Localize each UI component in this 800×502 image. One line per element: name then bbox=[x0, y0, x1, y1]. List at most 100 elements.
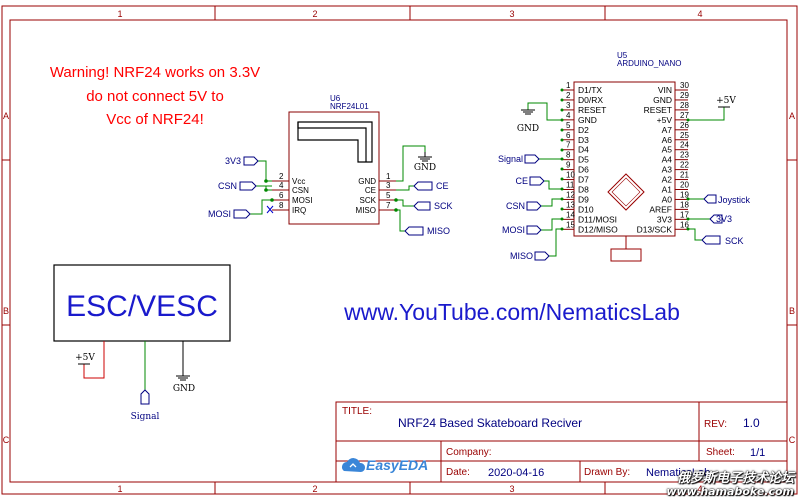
logo-text: EasyEDA bbox=[366, 457, 428, 473]
net-label: Joystick bbox=[718, 195, 751, 205]
date-label: Date: bbox=[446, 467, 470, 478]
nano-pin-name: A6 bbox=[662, 135, 673, 145]
nrf24-body bbox=[288, 111, 380, 225]
nano-pin-name: A7 bbox=[662, 125, 673, 135]
nano-pin-num: 22 bbox=[680, 161, 689, 170]
nano-pin-num: 16 bbox=[680, 220, 689, 229]
nano-pin-name: D10 bbox=[578, 204, 594, 214]
nrf24-pin-num: 2 bbox=[279, 172, 284, 181]
youtube-banner: www.YouTube.com/NematicsLab bbox=[343, 299, 680, 325]
nano-pin-num: 24 bbox=[680, 141, 689, 150]
frame-col-label: 3 bbox=[509, 9, 514, 19]
nrf24-pin-num: 5 bbox=[386, 191, 391, 200]
nano-pin-num: 3 bbox=[566, 101, 571, 110]
esc-label: ESC/VESC bbox=[66, 290, 218, 323]
esc-wiring bbox=[83, 341, 184, 390]
frame-col-label: 2 bbox=[312, 9, 317, 19]
nrf24-pin-name: GND bbox=[358, 177, 376, 186]
frame-row-label: A bbox=[789, 111, 795, 121]
nano-pin-num: 11 bbox=[566, 181, 575, 190]
arduino-right-net-flags bbox=[701, 194, 723, 245]
nrf24-pin-name: CE bbox=[365, 186, 376, 195]
nano-pin-num: 23 bbox=[680, 151, 689, 160]
nrf24-module[interactable]: U6 NRF24L01 2 4 6 8 Vcc CSN MOSI IRQ 1 3 bbox=[266, 94, 396, 225]
nrf24-pin-name: IRQ bbox=[292, 206, 306, 215]
frame-labels: 1 2 3 4 1 2 3 4 A B C A B C bbox=[3, 9, 796, 494]
nrf24-designator: U6 bbox=[330, 94, 341, 103]
net-label: CSN bbox=[218, 181, 237, 191]
usb-connector-icon bbox=[610, 248, 642, 262]
nrf24-pin-num: 1 bbox=[386, 172, 391, 181]
nano-pin-name: D2 bbox=[578, 125, 589, 135]
frame-row-label: A bbox=[3, 111, 9, 121]
nano-pin-num: 20 bbox=[680, 181, 689, 190]
nano-pin-name: D9 bbox=[578, 194, 589, 204]
nano-pin-num: 2 bbox=[566, 91, 571, 100]
nano-pin-num: 12 bbox=[566, 190, 575, 199]
drawn-by-label: Drawn By: bbox=[584, 467, 630, 478]
nano-pin-name: AREF bbox=[649, 204, 672, 214]
net-label: 3V3 bbox=[225, 156, 241, 166]
frame-row-label: C bbox=[789, 435, 796, 445]
net-flag-icon bbox=[243, 156, 259, 166]
warning-line: Vcc of NRF24! bbox=[106, 111, 204, 128]
nano-pin-num: 21 bbox=[680, 171, 689, 180]
net-label: MISO bbox=[510, 251, 533, 261]
net-flag-icon bbox=[413, 181, 433, 191]
nano-pin-num: 15 bbox=[566, 220, 575, 229]
nano-pin-name: D13/SCK bbox=[637, 224, 673, 234]
net-label: MOSI bbox=[208, 209, 231, 219]
nrf24-pin-num: 6 bbox=[279, 191, 284, 200]
net-label: GND bbox=[173, 384, 195, 394]
nano-pin-num: 4 bbox=[566, 111, 571, 120]
gnd-symbol-icon bbox=[176, 375, 190, 381]
frame-col-label: 2 bbox=[312, 484, 317, 494]
nrf24-pin-name: CSN bbox=[292, 186, 309, 195]
nano-pin-name: D11/MOSI bbox=[578, 214, 617, 224]
nano-pin-name: D12/MISO bbox=[578, 224, 618, 234]
nano-pin-name: A4 bbox=[662, 155, 673, 165]
net-flag-icon bbox=[709, 214, 723, 224]
arduino-designator: U5 bbox=[617, 51, 628, 60]
nrf24-pin-name: MOSI bbox=[292, 196, 312, 205]
esc-body bbox=[53, 264, 231, 342]
nano-pin-name: D7 bbox=[578, 175, 589, 185]
title-block bbox=[335, 401, 788, 483]
net-label: CSN bbox=[506, 201, 525, 211]
company-label: Company: bbox=[446, 447, 492, 458]
nano-pin-name: D4 bbox=[578, 145, 589, 155]
sheet-number: 1/1 bbox=[750, 447, 765, 459]
frame-row-label: B bbox=[3, 306, 9, 316]
net-flag-icon bbox=[239, 181, 257, 191]
net-flag-icon bbox=[413, 201, 431, 211]
nano-pin-num: 8 bbox=[566, 151, 571, 160]
net-label: SCK bbox=[725, 236, 744, 246]
net-label: Signal bbox=[498, 154, 523, 164]
nrf24-pin-num: 3 bbox=[386, 181, 391, 190]
nano-pin-num: 29 bbox=[680, 91, 689, 100]
nano-pin-num: 30 bbox=[680, 81, 689, 90]
nrf24-right-net-flags bbox=[404, 181, 433, 236]
nano-pin-num: 27 bbox=[680, 111, 689, 120]
arduino-left-net-flags bbox=[524, 154, 550, 261]
warning-line: do not connect 5V to bbox=[86, 88, 224, 105]
net-label: +5V bbox=[716, 96, 736, 106]
nrf24-pin-name: Vcc bbox=[292, 177, 305, 186]
nano-pin-name: D3 bbox=[578, 135, 589, 145]
net-label: GND bbox=[414, 163, 436, 173]
nano-pin-num: 10 bbox=[566, 171, 575, 180]
nano-pin-name: +5V bbox=[657, 115, 673, 125]
nano-pin-num: 19 bbox=[680, 190, 689, 199]
nrf24-pin-name: SCK bbox=[360, 196, 377, 205]
nano-pin-num: 14 bbox=[566, 210, 575, 219]
revision: 1.0 bbox=[743, 416, 760, 430]
net-label: Signal bbox=[131, 412, 160, 422]
nrf24-right-wiring bbox=[396, 145, 426, 232]
net-flag-icon bbox=[526, 201, 542, 211]
net-label: CE bbox=[515, 176, 528, 186]
esc-block[interactable]: ESC/VESC bbox=[53, 264, 231, 342]
nano-pin-num: 7 bbox=[566, 141, 571, 150]
net-flag-icon bbox=[233, 209, 251, 219]
nano-pin-name: GND bbox=[578, 115, 597, 125]
